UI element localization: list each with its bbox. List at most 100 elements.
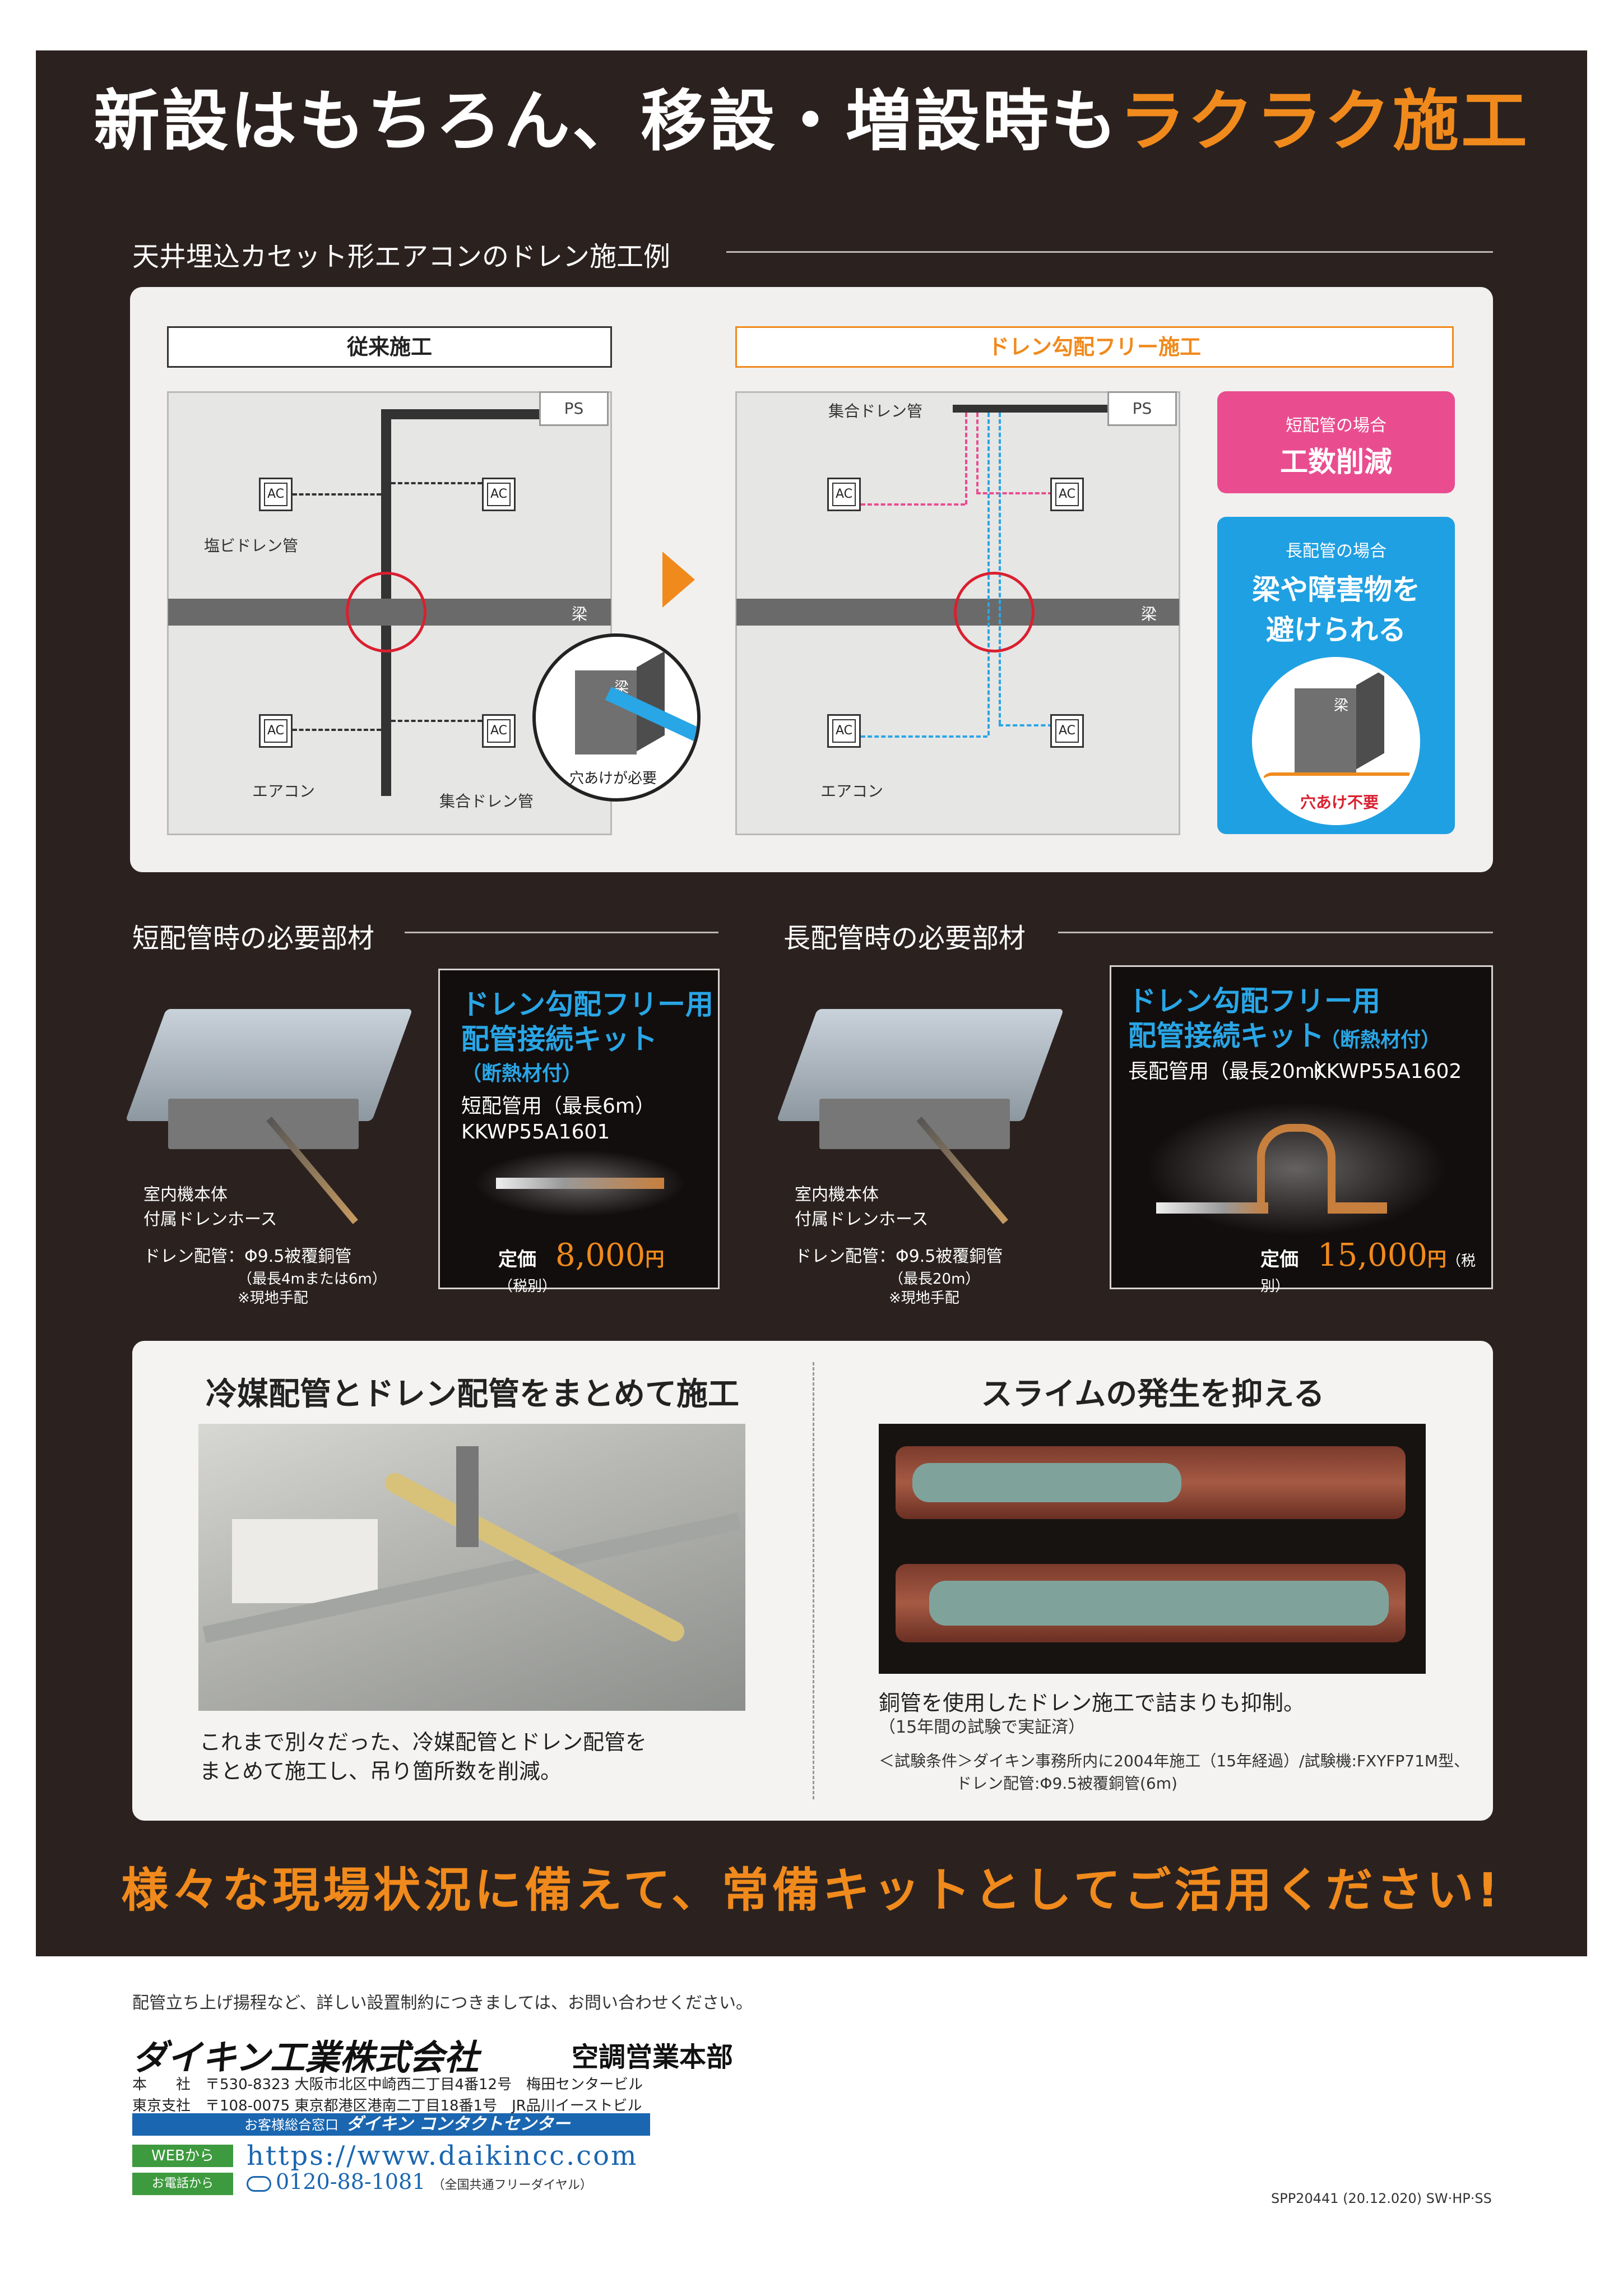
red-circle-right [954,572,1035,652]
ac-unit-5: AC [827,478,861,511]
pink-pipe-v2 [976,413,979,493]
slogan: 様々な現場状況に備えて、常備キットとしてご活用ください! [121,1863,1502,1918]
web-tag: WEBから [132,2145,233,2167]
indoor-unit-image-long [776,987,1064,1155]
tel-number[interactable]: 0120-88-1081 （全国共通フリーダイヤル） [247,2169,592,2194]
zoom-circle-right: 梁 穴あけ不要 [1252,657,1420,825]
pink-pipe-h1 [861,503,965,506]
ac-unit-3: AC [259,714,293,748]
long-callout-line2: 梁や障害物を [1252,573,1420,606]
price-tax: （税別） [1260,1253,1476,1295]
web-url[interactable]: https://www.daikincc.com [247,2140,638,2172]
photo-slime-2 [929,1581,1389,1626]
pvc-pipe-4 [391,720,482,722]
drain-note-short-1: （最長4mまたは6m） [238,1271,387,1288]
zoom-beam [575,670,637,754]
ac-label: AC [832,483,856,506]
price-label: 定価 [498,1248,536,1271]
drain-label-short: ドレン配管：Φ9.5被覆銅管 [143,1247,352,1266]
feature-divider [813,1362,814,1799]
document-code: SPP20441 (20.12.020) SW·HP·SS [1271,2191,1492,2206]
price-unit: 円 [645,1248,665,1271]
ac-label: AC [264,483,287,506]
ac-unit-7: AC [827,714,861,748]
pvc-pipe-3 [293,729,381,731]
short-pipe-callout: 短配管の場合 工数削減 [1217,391,1455,493]
feature-left-text1: これまで別々だった、冷媒配管とドレン配管を [200,1730,647,1755]
headline-main: 新設はもちろん、移設・増設時も [93,82,1119,160]
pvc-pipe-1 [293,493,381,496]
zoom-caption-left: 穴あけが必要 [569,770,657,787]
contact-label: お客様総合窓口 [244,2117,338,2133]
gradient-free-label: ドレン勾配フリー施工 [735,326,1454,368]
transition-arrow [662,552,695,608]
zoom-circle-left: 梁 穴あけが必要 [532,633,701,802]
photo-hanger [456,1446,479,1547]
long-parts-title: 長配管時の必要部材 [783,923,1026,954]
tokyo-address: 東京支社 〒108-0075 東京都港区港南二丁目18番1号 JR品川イーストビ… [132,2098,642,2114]
price-value: 15,000 [1318,1237,1427,1274]
ac-label: AC [1055,719,1079,743]
hq-address: 本 社 〒530-8323 大阪市北区中崎西二丁目4番12号 梅田センタービル [132,2076,643,2093]
headline-accent: ラクラク施工 [1119,82,1530,160]
copper-pipe-photo [879,1424,1426,1674]
long-kit-spec: 長配管用（最長20m） [1128,1060,1335,1083]
short-kit-title3: （断熱材付） [461,1062,583,1085]
tel-tag: お電話から [132,2173,233,2195]
feature-left-text2: まとめて施工し、吊り箇所数を削減。 [200,1759,562,1784]
long-kit-pipe-loop [1257,1124,1336,1214]
photo-insulated-pipe [381,1469,688,1645]
collect-pipe-horizontal [381,409,539,419]
ac-unit-8: AC [1050,714,1084,748]
feature-right-text1: 銅管を使用したドレン施工で詰まりも抑制。 [879,1691,1305,1715]
long-callout-line3: 避けられる [1266,614,1406,646]
feature-right-note1: ＜試験条件＞ダイキン事務所内に2004年施工（15年経過）/試験機:FXYFP7… [879,1752,1470,1770]
short-kit-title1: ドレン勾配フリー用 [461,988,713,1021]
price-tax: （税別） [498,1278,557,1295]
pvc-drain-label: 塩ビドレン管 [204,536,299,555]
price-unit: 円 [1427,1248,1446,1271]
footer-note: 配管立ち上げ揚程など、詳しい設置制約につきましては、お問い合わせください。 [132,1993,753,2013]
aircon-label-left: エアコン [252,782,316,800]
zoom-caption-right: 穴あけ不要 [1300,793,1379,812]
short-parts-title: 短配管時の必要部材 [132,923,375,954]
short-kit-spec: 短配管用（最長6m） [461,1095,655,1118]
unit-label-long-2: 付属ドレンホース [795,1210,929,1229]
pink-pipe-h2 [976,492,1052,494]
pink-pipe-v1 [965,413,967,504]
ac-label: AC [832,719,856,743]
diagram-section-title: 天井埋込カセット形エアコンのドレン施工例 [132,241,671,272]
price-value: 8,000 [555,1237,646,1274]
ac-label: AC [487,483,511,506]
contact-bar: お客様総合窓口ダイキン コンタクトセンター [132,2113,650,2136]
ps-box-left: PS [539,391,609,426]
ac-label: AC [264,719,287,743]
collect-drain-label-right: 集合ドレン管 [828,402,923,420]
short-callout-line1: 短配管の場合 [1286,416,1386,436]
feature-right-note2: ドレン配管:Φ9.5被覆銅管(6m) [956,1774,1177,1793]
photo-slime-1 [912,1463,1181,1502]
ac-label: AC [487,719,511,743]
section-rule [726,251,1493,253]
indoor-unit-image-short [125,987,413,1155]
zoom-beam-side [1356,669,1384,770]
feature-right-title: スライムの発生を抑える [981,1376,1325,1413]
drain-note-short-2: ※現地手配 [238,1290,308,1307]
ps-box-right: PS [1107,391,1177,426]
unit-body [168,1099,359,1149]
aircon-label-right: エアコン [820,782,884,800]
zoom-beam-label: 梁 [1334,697,1349,714]
pvc-pipe-2 [391,482,482,484]
long-callout-line1: 長配管の場合 [1286,541,1386,561]
beam-label-right: 梁 [1141,605,1157,623]
zoom-beam [1295,688,1356,772]
ceiling-photo [198,1424,745,1711]
long-kit-pipe-right [1331,1202,1387,1214]
blue-pipe-h2 [999,724,1052,726]
price-label: 定価 [1260,1248,1299,1271]
conventional-label: 従来施工 [167,326,612,368]
collect-drain-label-left: 集合ドレン管 [439,792,534,811]
beam-label-left: 梁 [572,605,588,623]
unit-body [819,1099,1010,1149]
tel-value: 0120-88-1081 [276,2169,426,2194]
